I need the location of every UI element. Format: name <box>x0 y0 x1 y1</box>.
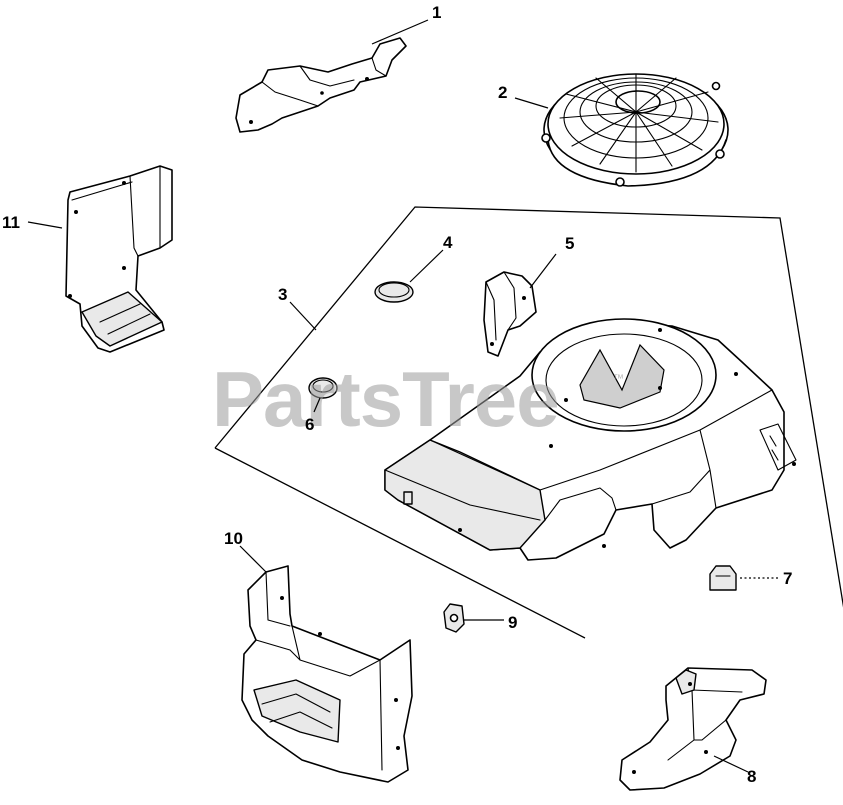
callout-4[interactable]: 4 <box>443 233 453 252</box>
part-7-grommet[interactable] <box>709 565 737 591</box>
part-6-plug[interactable] <box>308 377 338 399</box>
callout-9[interactable]: 9 <box>508 613 517 632</box>
callout-3[interactable]: 3 <box>278 285 287 304</box>
assembly-group-frame <box>214 206 843 608</box>
callout-7[interactable]: 7 <box>783 569 792 588</box>
part-1-baffle[interactable] <box>235 37 407 133</box>
part-4-plug[interactable] <box>374 281 414 303</box>
callout-1[interactable]: 1 <box>432 3 441 22</box>
part-11-side-baffle[interactable] <box>65 165 173 353</box>
partstree-watermark: PartsTree ™ <box>212 355 624 443</box>
assembly-group-frame-bottom <box>214 447 586 639</box>
svg-text:PartsTree: PartsTree <box>212 355 559 443</box>
svg-text:™: ™ <box>613 373 624 385</box>
part-8-bracket[interactable] <box>619 667 767 791</box>
part-9-clip[interactable] <box>443 603 465 633</box>
leader-lines <box>27 19 778 773</box>
part-2-grille-screen[interactable] <box>541 73 729 187</box>
callout-5[interactable]: 5 <box>565 234 574 253</box>
callout-6[interactable]: 6 <box>305 415 314 434</box>
part-3-blower-housing[interactable] <box>384 318 797 561</box>
callout-10[interactable]: 10 <box>224 529 243 548</box>
part-5-bracket[interactable] <box>483 271 537 357</box>
callout-8[interactable]: 8 <box>747 767 756 786</box>
callout-11[interactable]: 11 <box>2 213 20 232</box>
part-10-lower-baffle[interactable] <box>241 565 413 783</box>
callout-2[interactable]: 2 <box>498 83 507 102</box>
